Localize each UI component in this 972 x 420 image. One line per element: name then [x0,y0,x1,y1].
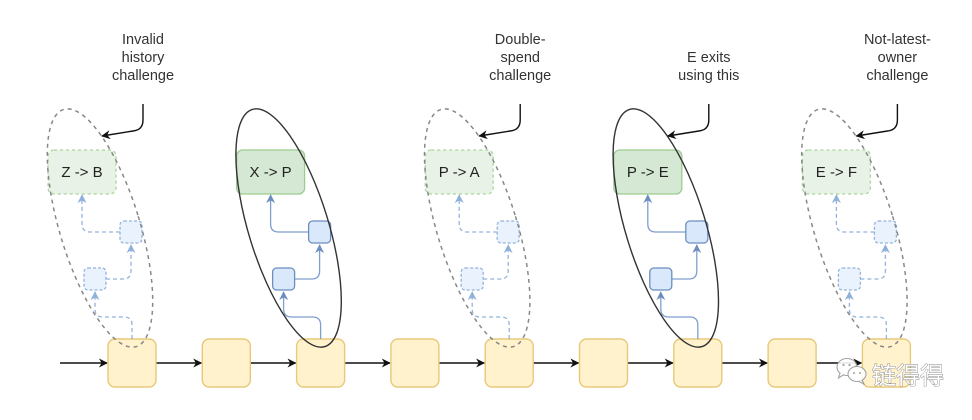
challenge-groups: Z -> B Invalid history challenge X -> P P -> … [46,32,931,348]
utxo-link-arrow [266,194,309,233]
annotation-line: challenge [489,68,551,84]
exit-ellipse [235,108,343,348]
chain-block[interactable] [295,338,346,388]
annotation-pointer-arrow [478,104,521,140]
annotation-line: owner [878,50,918,66]
chain-block[interactable] [390,338,440,388]
utxo-box[interactable] [119,220,143,244]
utxo-box[interactable] [496,220,520,244]
annotation-line: spend [500,50,540,66]
annotation-line: challenge [112,68,174,84]
annotation-line: Not-latest- [864,32,931,48]
challenge-ellipse [800,108,908,348]
transaction-label: P -> E [627,164,669,181]
transaction-label: Z -> B [61,164,102,181]
chain-block[interactable] [673,338,723,388]
group-not-latest-owner: E -> F Not-latest-owner challenge [800,32,931,348]
watermark: 链得得 [836,357,944,390]
utxo-box[interactable] [837,267,862,291]
utxo-box[interactable] [307,220,332,244]
challenge-ellipse [423,108,531,348]
group-invalid-history: Z -> B Invalid history challenge [46,32,174,348]
annotation-pointer-arrow [666,104,710,140]
watermark-text: 链得得 [872,362,944,390]
utxo-link-arrow [860,244,890,280]
transaction-label: X -> P [250,164,292,181]
utxo-link-arrow [77,194,120,233]
annotation-line: Invalid [122,32,164,48]
blockchain [60,338,912,388]
chain-block[interactable] [767,338,817,388]
utxo-link-arrow [483,244,513,280]
utxo-box[interactable] [685,220,709,244]
annotation-line: challenge [866,68,928,84]
utxo-link-arrow [844,291,888,339]
annotation-pointer-arrow [101,104,144,140]
group-double-spend: P -> A Double-spend challenge [423,32,551,348]
transaction-box[interactable] [424,149,494,195]
transaction-label: P -> A [439,164,480,181]
utxo-link-arrow [467,291,510,339]
utxo-link-arrow [656,291,699,339]
utxo-link-arrow [279,291,322,339]
utxo-link-arrow [831,194,875,233]
transaction-box[interactable] [801,149,872,195]
utxo-link-arrow [106,244,136,280]
utxo-box[interactable] [649,267,673,291]
utxo-box[interactable] [460,267,484,291]
chain-block[interactable] [107,338,157,388]
utxo-link-arrow [643,194,686,233]
challenge-ellipse [46,108,154,348]
group-exit-source: X -> P [235,108,343,348]
chain-block[interactable] [484,338,534,388]
utxo-link-arrow [671,244,702,280]
annotation-line: E exits [687,50,731,66]
chain-block[interactable] [578,338,629,388]
utxo-link-arrow [90,291,133,339]
utxo-link-arrow [294,244,325,280]
annotation-line: history [122,50,165,66]
exit-ellipse [612,108,720,348]
annotation-pointer-arrow [855,104,899,140]
transaction-box[interactable] [47,149,117,195]
group-exit-used: P -> E E exits using this [612,50,739,348]
annotation-line: Double- [495,32,546,48]
chain-block[interactable] [201,338,252,388]
wechat-icon [836,357,867,386]
utxo-box[interactable] [271,267,296,291]
transaction-label: E -> F [816,164,857,181]
utxo-link-arrow [454,194,498,233]
utxo-box[interactable] [83,267,107,291]
utxo-box[interactable] [873,220,898,244]
annotation-line: using this [678,68,739,84]
